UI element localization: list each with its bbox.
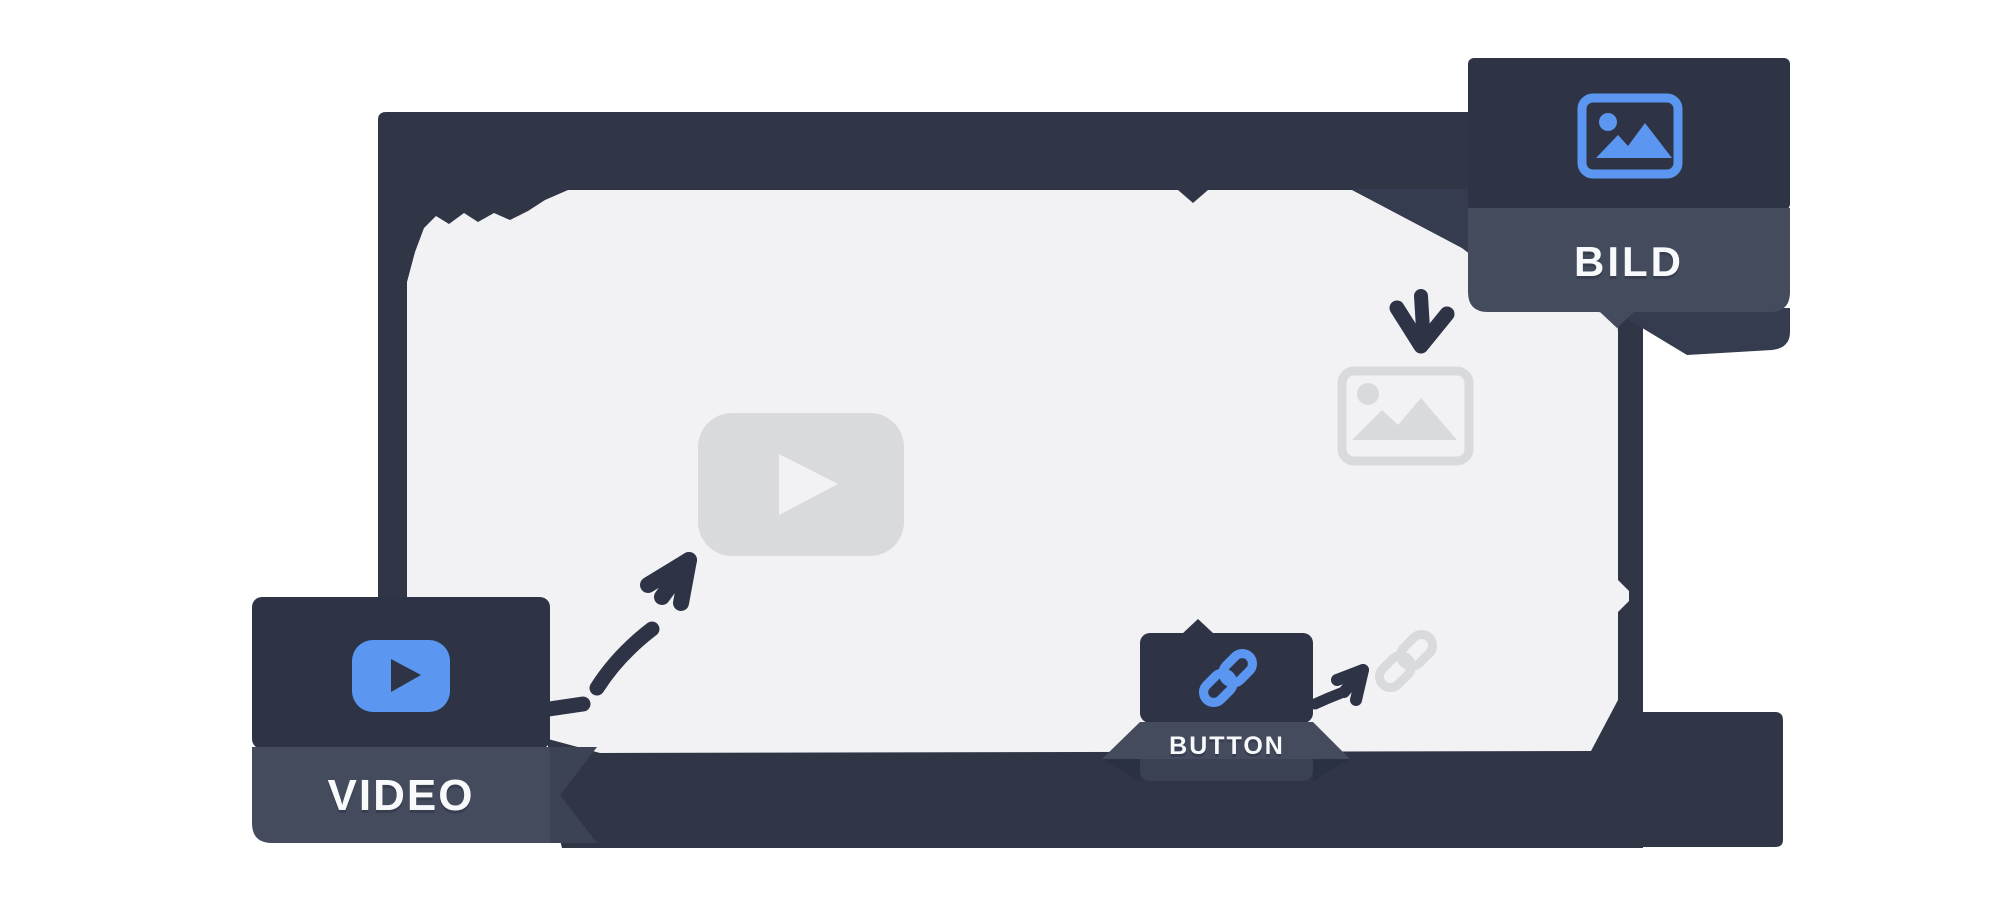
button-band-wing-left: [1102, 759, 1140, 781]
image-icon: [1577, 93, 1683, 179]
bild-card-label: BILD: [1574, 238, 1684, 285]
button-card-label-band: [1102, 722, 1350, 759]
card-bild[interactable]: BILD: [1468, 58, 1790, 328]
arrow-up-right-video: [541, 552, 697, 717]
link-icon: [1198, 648, 1258, 708]
button-band-underside: [1140, 759, 1313, 781]
ghost-link-icon: [1374, 629, 1438, 693]
play-icon: [352, 640, 450, 712]
card-button[interactable]: BUTTON: [1102, 619, 1350, 781]
arrow-down-bild: [1389, 289, 1455, 354]
bild-card-shadow-right: [1618, 308, 1790, 355]
ghost-play-icon: [698, 413, 904, 556]
ghost-image-icon: [1337, 366, 1474, 466]
arrow-up-right-button: [1309, 664, 1369, 710]
card-video[interactable]: VIDEO: [252, 597, 597, 843]
button-card-label: BUTTON: [1169, 732, 1285, 760]
button-band-wing-right: [1313, 759, 1350, 781]
frame-bottom-right-block: [1643, 712, 1783, 847]
video-card-label-band: [252, 747, 550, 843]
video-card-label: VIDEO: [328, 771, 475, 820]
page-canvas[interactable]: [407, 190, 1629, 753]
bild-card-label-band: [1468, 208, 1790, 328]
button-card-tail: [1182, 619, 1214, 634]
bild-card-body: [1468, 58, 1790, 210]
video-band-fold: [550, 747, 597, 843]
